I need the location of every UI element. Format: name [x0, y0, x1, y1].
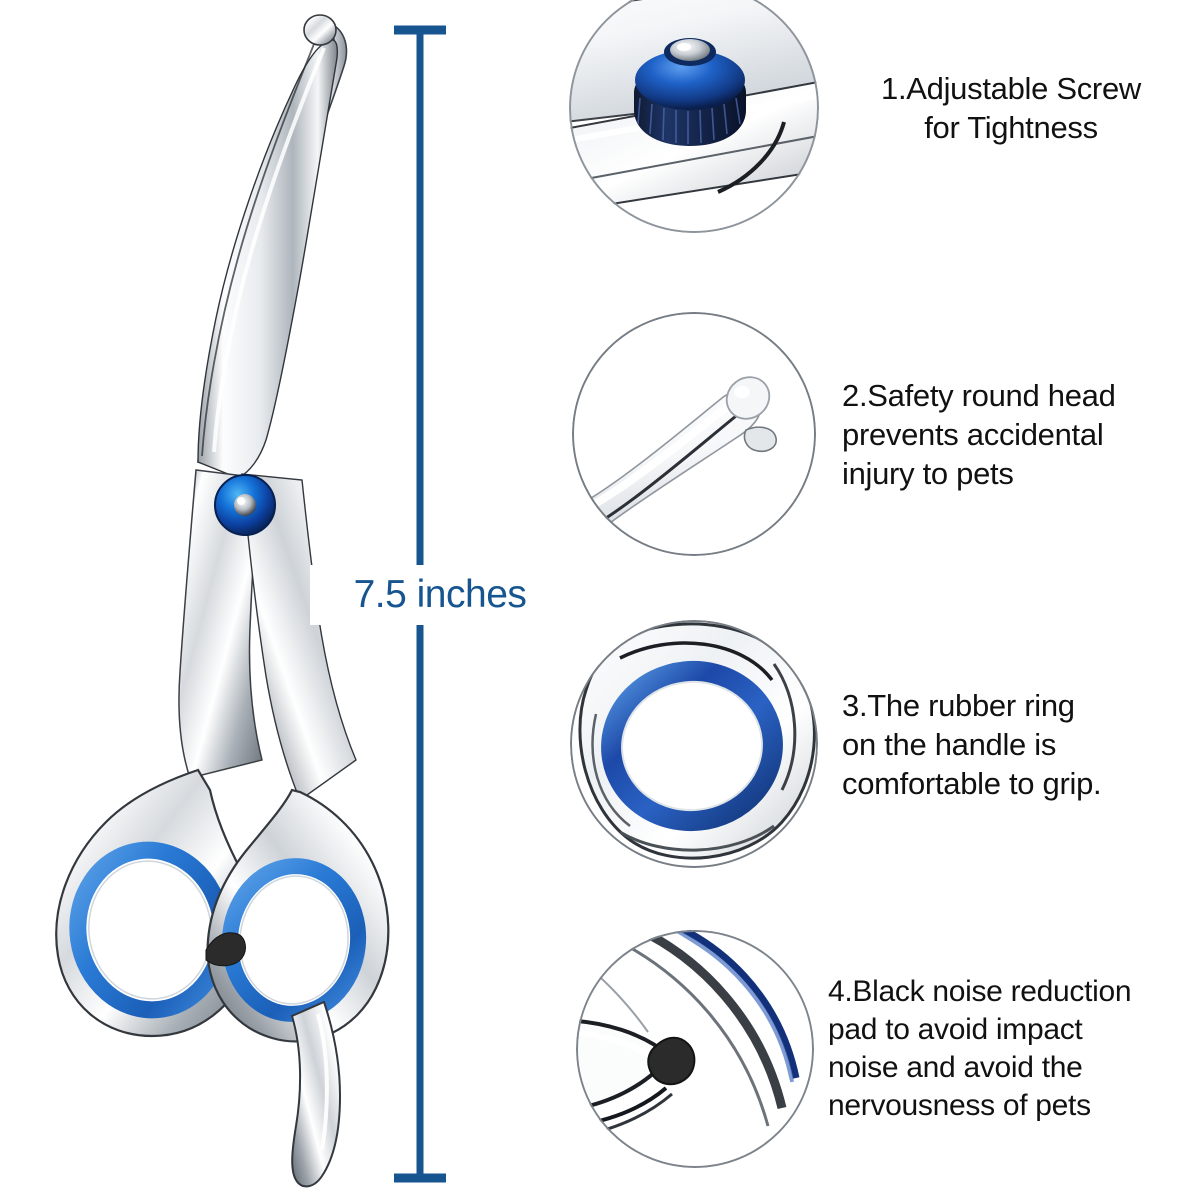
noise-reduction-pad-inset	[574, 928, 816, 1170]
inset3-ring-aperture	[621, 680, 763, 812]
inset2-stopper-tab	[743, 426, 777, 453]
inset2-blade-highlight	[572, 402, 731, 530]
finger-rest-tang	[290, 1000, 342, 1188]
inset3-contour-right	[772, 663, 797, 791]
callout-item-2: 2.Safety round head prevents accidental …	[560, 310, 1200, 558]
callout-item-3: 3.The rubber ring on the handle is comfo…	[560, 618, 1200, 870]
inset4-arm-upper-edge	[576, 941, 649, 1033]
inset2-border	[572, 312, 816, 556]
inset3-contour-bottom	[619, 824, 775, 852]
tang-highlight	[316, 1013, 329, 1151]
inset3-contour-top	[619, 641, 774, 682]
inset1-knurl-lines	[637, 97, 741, 144]
callout-text-4: 4.Black noise reduction pad to avoid imp…	[828, 975, 1132, 1122]
inset1-screw-core	[670, 39, 710, 61]
inset3-border	[570, 620, 818, 868]
callout-text-2: 2.Safety round head prevents accidental …	[842, 377, 1116, 491]
callout-item-4: 4.Black noise reduction pad to avoid imp…	[560, 928, 1200, 1170]
inset4-noise-pad	[647, 1036, 696, 1086]
inset3-contour-left	[591, 713, 631, 827]
safety-round-tip	[303, 14, 337, 46]
lower-blade	[197, 39, 339, 479]
rubber-ring-inset	[568, 618, 820, 870]
callout-text-3: 3.The rubber ring on the handle is comfo…	[842, 687, 1102, 801]
callout-item-1: 1.Adjustable Screw for Tightness	[560, 0, 1200, 234]
callout-list: 1.Adjustable Screw for Tightness	[560, 0, 1200, 1200]
scissors-illustration	[55, 14, 390, 1188]
product-image-panel	[0, 0, 560, 1200]
inset2-head-glint	[734, 386, 750, 398]
inset4-arm-lower-edge2	[576, 1092, 673, 1142]
inset1-screw-cap	[635, 50, 745, 110]
callout-text-1: 1.Adjustable Screw for Tightness	[881, 71, 1141, 145]
pivot-screw-core	[234, 494, 256, 516]
inset4-border	[576, 930, 814, 1168]
right-ring-aperture	[239, 875, 349, 1005]
noise-reduction-pad	[205, 932, 246, 967]
inset4-blue-ring-arc	[642, 930, 800, 1079]
inset3-rubber-ring	[601, 660, 783, 832]
inset1-border	[569, 0, 819, 233]
safety-round-head-inset	[570, 310, 818, 558]
inset1-edge-curve	[717, 121, 786, 194]
inset4-arm-lower-edge	[576, 1086, 668, 1130]
inset4-steel-arc-white2	[612, 930, 777, 1119]
inset4-steel-arc-grey	[607, 934, 770, 1127]
pivot-screw-glint	[237, 497, 245, 505]
blade-edge-line	[201, 43, 315, 457]
adjustable-screw-inset	[568, 0, 820, 234]
blade-highlight	[212, 47, 326, 453]
inset1-screw-glint	[677, 43, 691, 51]
